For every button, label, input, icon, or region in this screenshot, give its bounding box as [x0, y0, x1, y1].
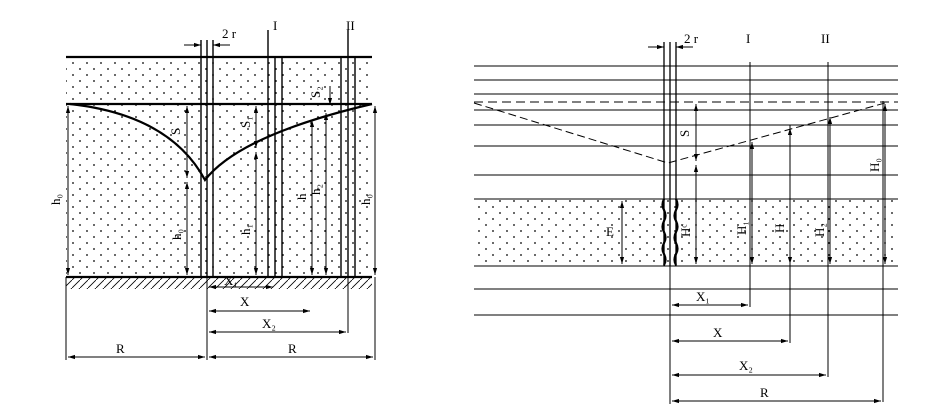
two-r-label: 2 r: [222, 26, 237, 41]
left-figure-unconfined-aquifer: 2 r I II h₀ S h₀ S₁ h₁ h h₂ S₂ h₀ X₁ X: [48, 18, 378, 360]
h-label: h: [294, 193, 309, 200]
well-screen-right: [673, 198, 679, 266]
r-left-label: R: [116, 341, 125, 356]
well-1-label: I: [273, 18, 277, 33]
confined-aquifer-dotted-zone: [474, 199, 898, 266]
r-right-label: R: [288, 341, 297, 356]
s1-label: S₁: [238, 116, 253, 128]
right-figure-confined-aquifer: 2 r I II S E Hᶜ H₁ H H₂ H₀ X₁ X X₂ R: [473, 31, 898, 404]
e-label: E: [606, 224, 614, 239]
h1-label: h₁: [238, 224, 253, 235]
x1-label-right-fig: X₁: [696, 289, 710, 304]
well-2-label-right-fig: II: [821, 31, 830, 46]
well-1-label-right-fig: I: [746, 31, 750, 46]
h2-label-right-fig: H₂: [812, 223, 827, 237]
depression-cone-dashed: [473, 102, 886, 164]
h-label-right-fig: H: [772, 224, 787, 233]
observation-well-2: [340, 30, 356, 277]
h2-label: h₂: [308, 184, 323, 195]
x-label: X: [240, 294, 250, 309]
x2-label-right-fig: X₂: [739, 358, 753, 373]
h0-left-label: h₀: [48, 194, 63, 205]
soil-upper-layer: [66, 57, 372, 104]
hc-label: Hᶜ: [678, 224, 693, 237]
r-label-right-fig: R: [760, 385, 769, 400]
s-label-right-fig: S: [677, 130, 692, 137]
depression-curve: [69, 102, 373, 183]
x2-label: X₂: [262, 316, 276, 331]
stratum-lines: [474, 65, 898, 316]
well-screen: [661, 198, 667, 266]
s2-label: S₂: [308, 86, 323, 98]
two-r-label-right-fig: 2 r: [684, 31, 699, 46]
s-label: S: [168, 128, 183, 135]
aquifer-dotted-zone: [66, 104, 372, 276]
pumping-well: [200, 40, 214, 277]
well-2-label: II: [346, 18, 355, 33]
pumping-well-right: [663, 42, 677, 266]
observation-well-1: [267, 30, 283, 277]
h0-right-label: h₀: [358, 194, 373, 205]
h0-label-right-fig: H₀: [867, 158, 882, 172]
x1-label: X₁: [224, 273, 238, 288]
h1-label-right-fig: H₁: [734, 221, 749, 235]
impermeable-base: [66, 277, 372, 289]
h0-well-label: h₀: [169, 229, 184, 240]
x-label-right-fig: X: [713, 325, 723, 340]
